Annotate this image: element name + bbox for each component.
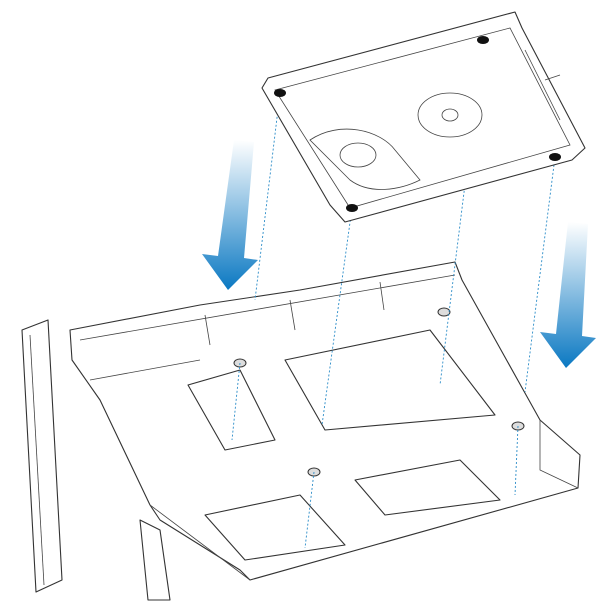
drive-tray <box>69 261 581 581</box>
drive-screw-holes <box>274 36 561 212</box>
tray-side-panel <box>21 319 63 593</box>
hard-drive <box>261 11 586 223</box>
alignment-guides <box>231 39 556 549</box>
down-arrow-right-icon <box>540 222 596 368</box>
down-arrow-left-icon <box>202 140 258 290</box>
tray-front-panel <box>139 519 171 601</box>
